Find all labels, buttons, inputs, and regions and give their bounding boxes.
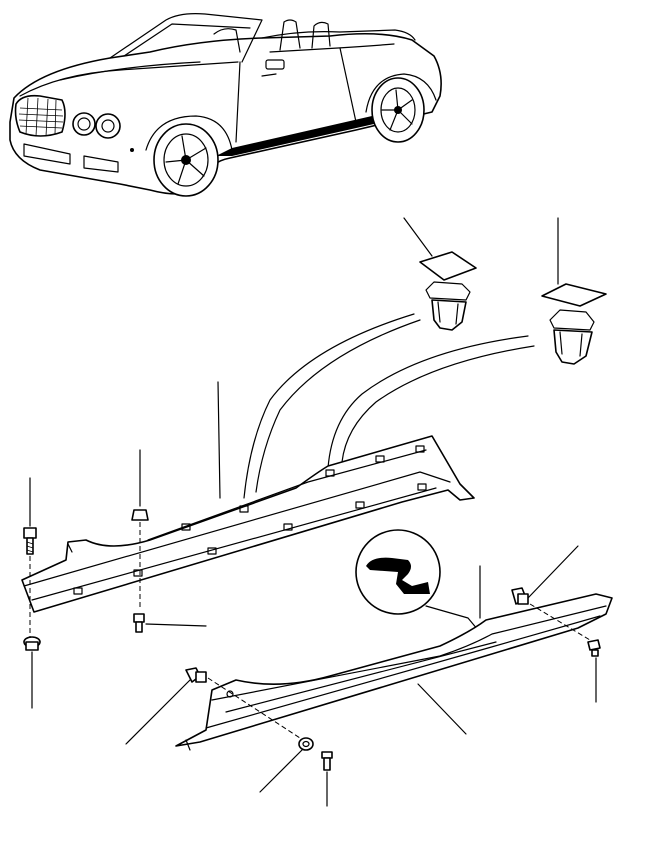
screw-middle — [133, 613, 207, 633]
screw-right — [587, 639, 601, 703]
trim-clip-upper — [403, 217, 477, 331]
assembly-guide-arcs — [243, 313, 535, 499]
seal-profile-detail — [355, 529, 479, 631]
outer-sill-cover — [175, 565, 613, 751]
washer-bottom — [259, 737, 314, 793]
vehicle-overview — [9, 13, 442, 197]
vehicle-sill-highlight — [216, 116, 374, 156]
clip-right — [511, 545, 591, 641]
screw-bottom — [321, 751, 333, 807]
washer-left — [23, 636, 41, 709]
clip-upper-small — [131, 449, 149, 610]
inner-sill-panel — [21, 381, 475, 613]
clip-front-left — [125, 667, 301, 745]
trim-clip-lower — [541, 217, 607, 365]
screw-left — [23, 477, 37, 640]
